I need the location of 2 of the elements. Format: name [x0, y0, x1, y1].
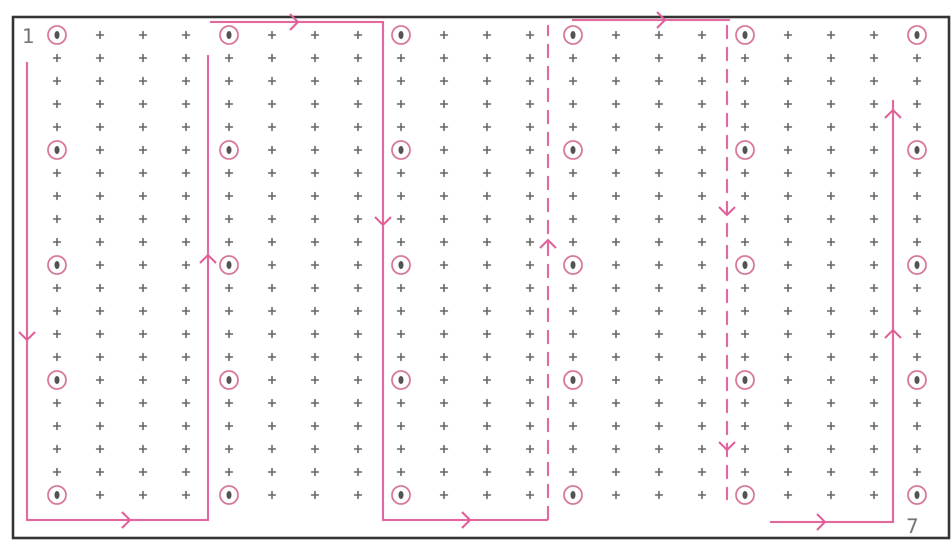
point-number: 1 — [22, 24, 35, 48]
point-number: 7 — [906, 514, 919, 538]
